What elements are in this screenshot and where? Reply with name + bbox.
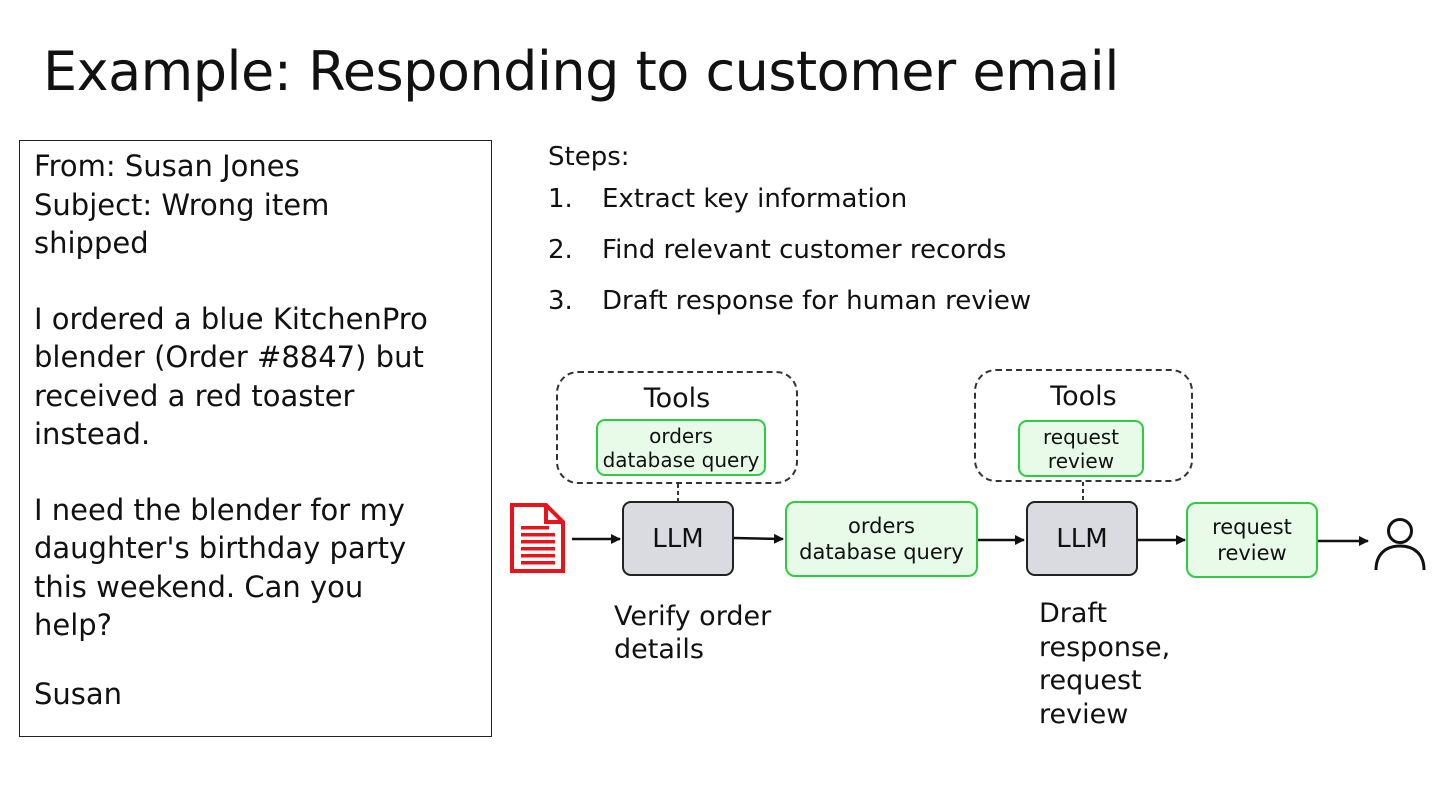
tool-label-line: review [1047,448,1115,473]
tools-group-2 [974,369,1193,482]
tool-label-line: orders [649,423,713,448]
request-review-tool: request review [1018,420,1144,477]
step-text: Draft response for human review [602,286,1032,316]
step-text: Find relevant customer records [602,235,1007,265]
caption-line: response, [1039,631,1171,663]
email-signature: Susan [34,676,123,711]
request-review-action: request review [1186,502,1318,578]
step-number: 1. [548,184,573,214]
orders-database-query-tool: orders database query [596,419,766,476]
document-icon [510,503,565,573]
email-body-line: daughter's birthday party [34,531,407,565]
action-label-line: review [1217,541,1287,565]
flow-arrow [733,533,784,544]
caption-line: request [1039,665,1142,696]
steps-list: Steps: 1. Extract key information 2. Fin… [548,140,1031,327]
action-label-line: database query [799,540,964,564]
customer-email-card: From: Susan Jones Subject: Wrong item sh… [19,140,492,737]
step-item: 2. Find relevant customer records [548,225,1006,276]
caption-line: Draft [1039,598,1108,629]
step-number: 3. [548,286,573,316]
caption-line: details [614,634,704,665]
email-body-paragraph-2: I need the blender for my daughter's bir… [34,491,481,645]
tools-group-1 [556,371,798,484]
llm-node-1: LLM [622,501,734,576]
email-from: From: Susan Jones [34,149,300,183]
steps-heading: Steps: [548,142,630,172]
tools-group-label: Tools [1050,381,1117,412]
email-subject-line-1: Subject: Wrong item [34,187,330,222]
caption-line: review [1039,698,1129,730]
email-body-line: received a red toaster [34,378,355,413]
email-body-line: help? [34,608,113,642]
step-item: 3. Draft response for human review [548,276,1031,327]
llm-node-2: LLM [1026,501,1138,576]
action-label-line: request [1212,515,1292,539]
email-body-line: I ordered a blue KitchenPro [34,301,428,336]
tool-label-line: database query [602,447,760,472]
email-body-paragraph-1: I ordered a blue KitchenPro blender (Ord… [34,300,481,454]
tools-group-label: Tools [643,383,711,414]
caption-verify-order: Verify order details [614,600,771,666]
step-text: Extract key information [602,184,908,214]
step-item: 1. Extract key information [548,174,907,225]
person-icon [1374,518,1426,571]
email-body-line: blender (Order #8847) but [34,340,424,374]
tool-label-line: request [1042,424,1120,449]
step-number: 2. [548,235,573,265]
slide-title: Example: Responding to customer email [43,40,1119,103]
email-body-line: this weekend. Can you [34,569,364,604]
email-body-line: instead. [34,417,151,451]
caption-line: Verify order [614,601,772,632]
email-body-line: I need the blender for my [34,492,405,527]
email-subject-line-2: shipped [34,226,149,260]
action-label-line: orders [848,514,915,538]
caption-draft-response: Draft response, request review [1039,597,1170,731]
orders-database-query-action: orders database query [785,501,978,577]
